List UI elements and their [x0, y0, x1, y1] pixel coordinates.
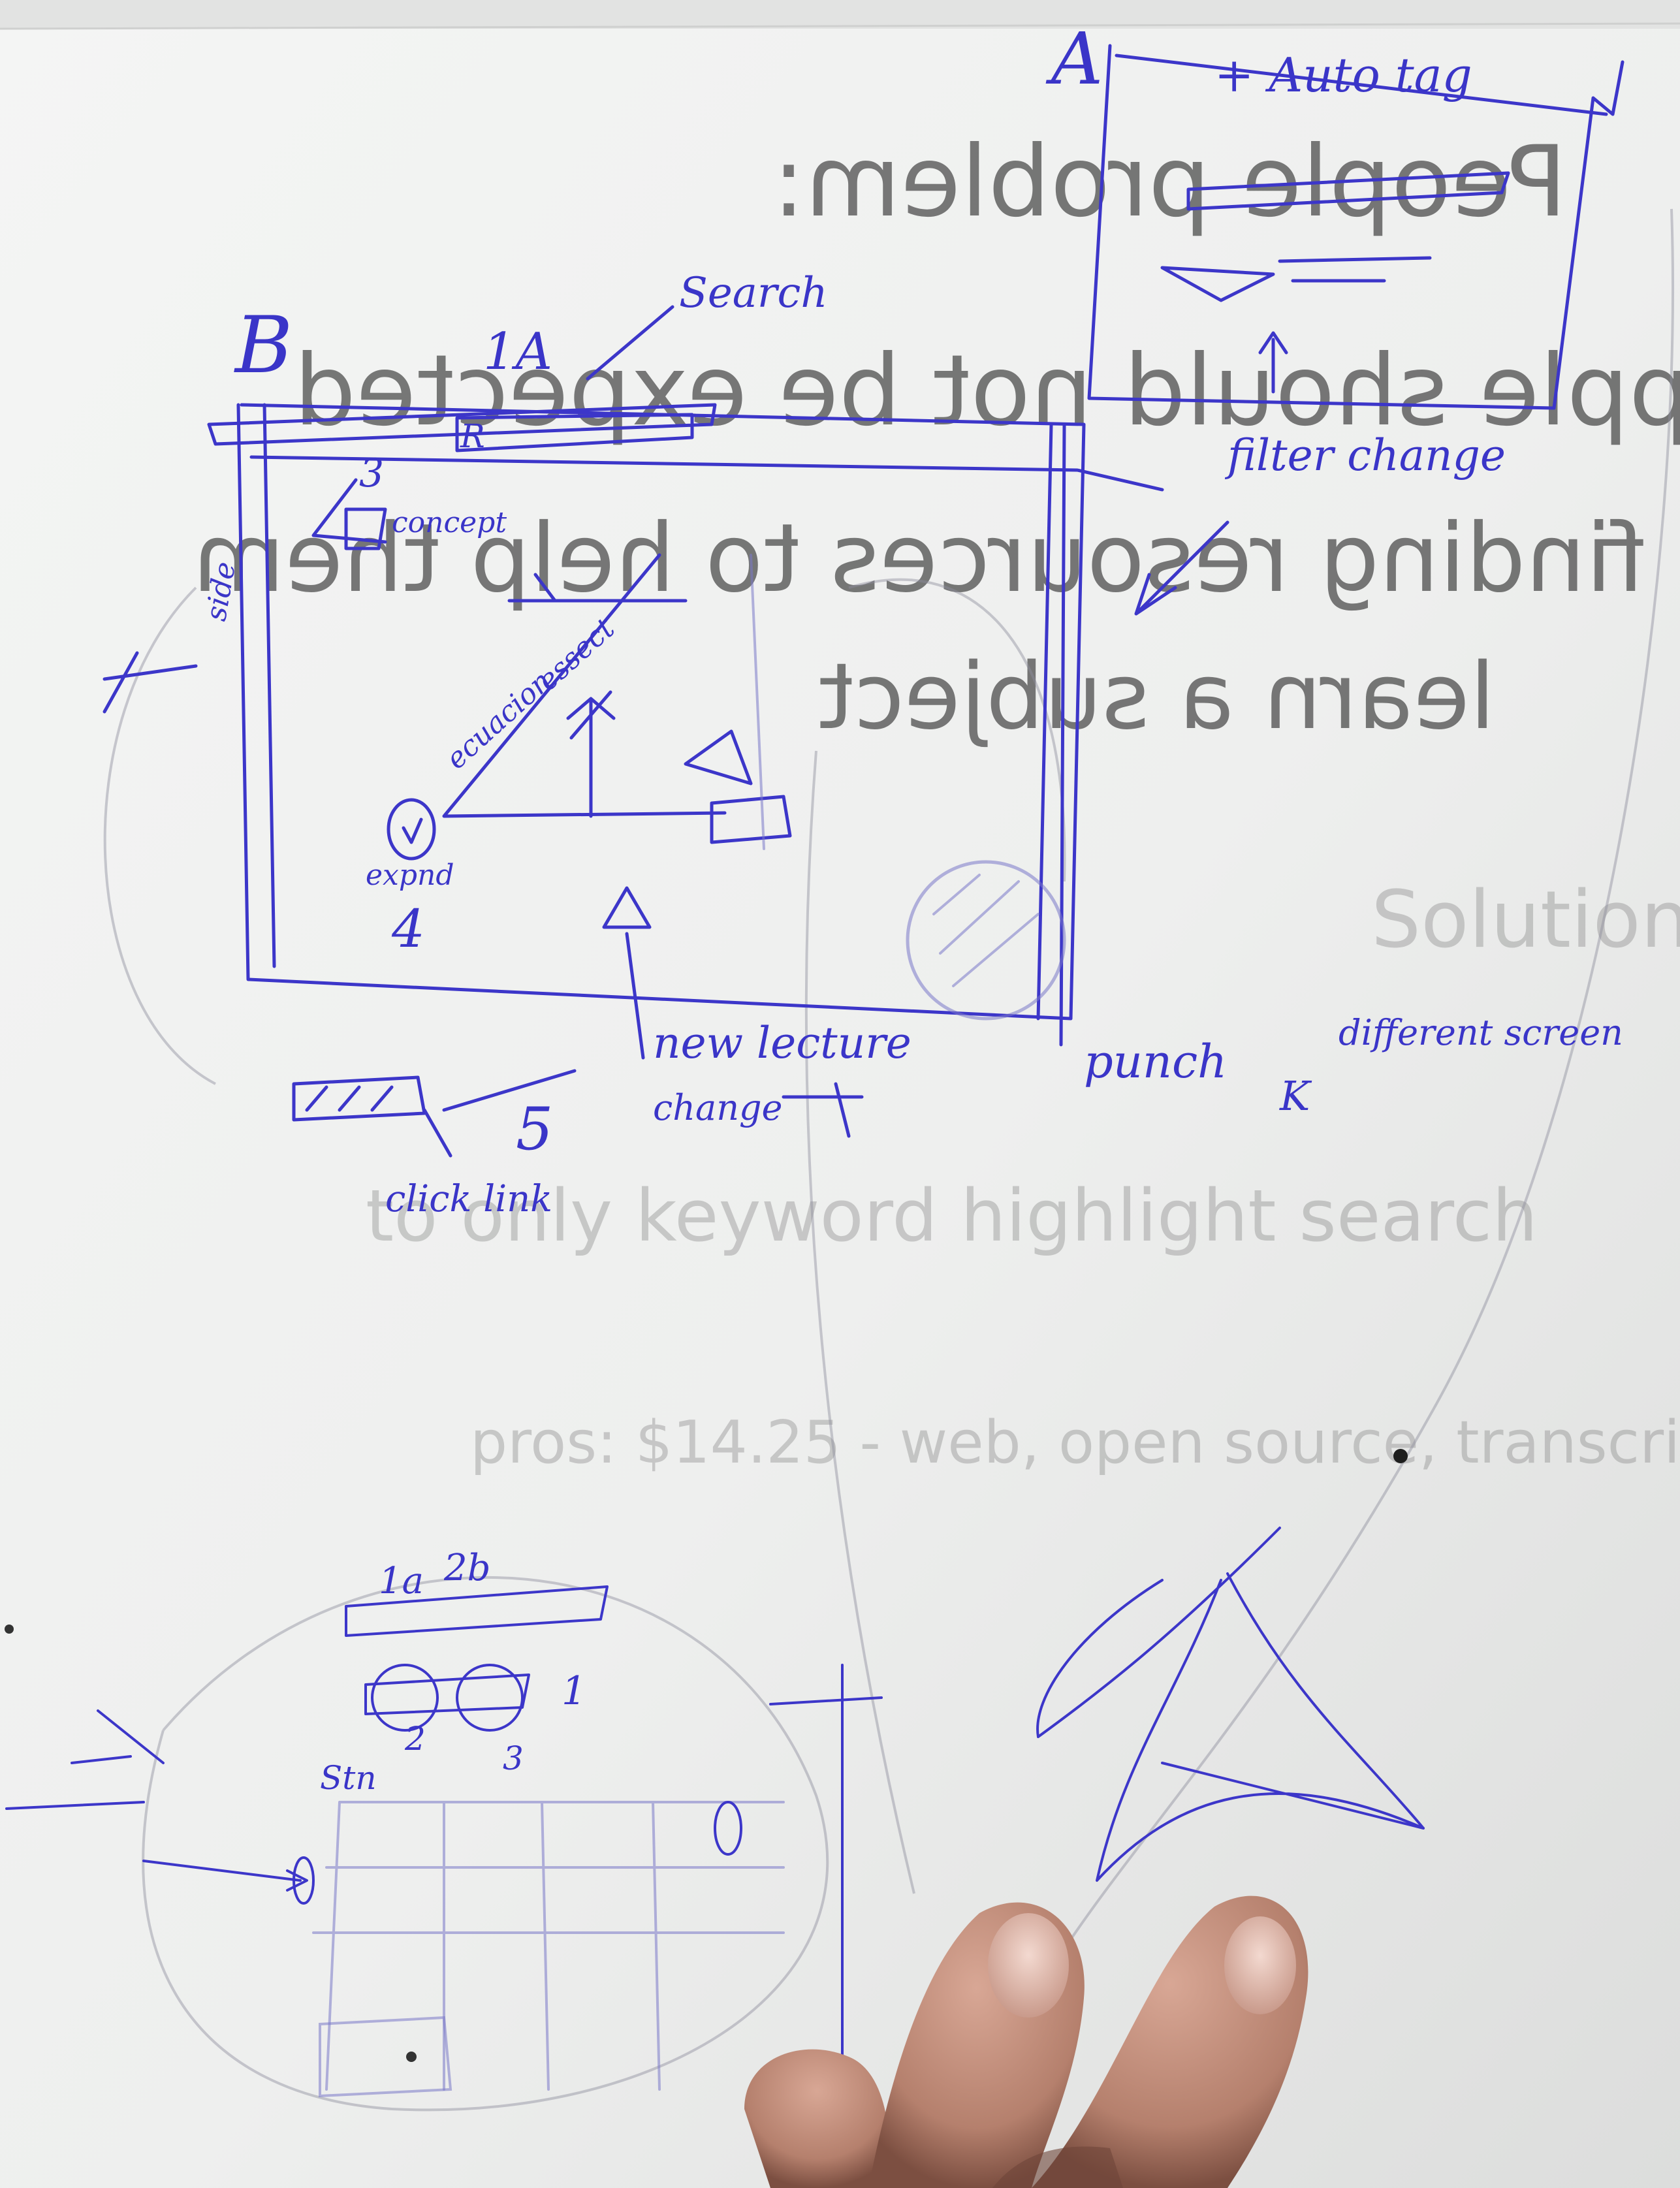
link-box [292, 1075, 452, 1158]
finger-knuckle-shadow [992, 2146, 1123, 2188]
filter-arrow [1134, 520, 1229, 616]
side-arrow [103, 651, 198, 714]
different-screen-label: different screen [1339, 1012, 1623, 1053]
sketch-a-arrow [1160, 256, 1432, 302]
expand-widget [387, 798, 436, 861]
link-line [442, 1069, 577, 1112]
sketch-a-box [1087, 44, 1625, 410]
concept-tree [566, 690, 616, 818]
label-1a-lower: 1a [379, 1560, 424, 1602]
expand-check [402, 817, 423, 844]
lower-tab-bar [364, 1673, 530, 1715]
punch-label: punch [1084, 1035, 1227, 1088]
change-label: change [653, 1087, 783, 1128]
fingernail-middle [988, 1913, 1069, 2018]
finger-left [744, 2049, 890, 2188]
show-through-line-4: learn a subject [818, 644, 1495, 750]
show-through-line-5: Solution: [1371, 875, 1680, 966]
label-3-lower: 3 [503, 1739, 524, 1777]
new-lecture-arrow [602, 886, 652, 1060]
click-link-label: click link [385, 1178, 552, 1220]
label-k: K [1279, 1072, 1312, 1120]
label-5: 5 [516, 1095, 553, 1164]
concept-triangle [442, 553, 727, 818]
search-bar-r: R [460, 417, 485, 455]
show-through-line-2: pple should not be expected [294, 334, 1680, 448]
main-frame-inner-lines [262, 403, 1066, 1047]
label-1-check: 1 [562, 1668, 586, 1714]
lower-table [312, 1801, 785, 2091]
label-2: 2 [404, 1720, 426, 1758]
frame-vertical [750, 554, 765, 850]
show-through-line-1: People problem: [772, 125, 1567, 239]
main-frame [236, 403, 1164, 1021]
label-3: 3 [359, 451, 384, 496]
label-1a: 1A [483, 323, 552, 381]
auto-tag-label: + Auto tag [1214, 48, 1472, 103]
lower-bottom-box [319, 2016, 452, 2098]
search-pointer [586, 305, 674, 381]
show-through-line-3: finding resources to help them [193, 503, 1645, 614]
node-cluster [684, 729, 792, 844]
stem-label: Stn [320, 1759, 377, 1797]
concept-node [311, 478, 387, 550]
triangle-scribble [1036, 1527, 1425, 1882]
label-4: 4 [391, 898, 425, 959]
lower-circle-2 [456, 1664, 524, 1732]
lower-search-bar [345, 1585, 609, 1637]
lower-side-line [769, 1664, 883, 2091]
hand-fingers [744, 1895, 1308, 2188]
punch-circle [906, 860, 1066, 1021]
page-top-edge-line [0, 22, 1680, 30]
label-a: A [1045, 17, 1103, 101]
lower-circle-1 [371, 1664, 439, 1732]
ink-dot [5, 1625, 14, 1634]
fingernail-right [1224, 1916, 1296, 2014]
concept-label: concept [392, 506, 507, 539]
sketch-a-bar [1186, 171, 1510, 211]
expand-label: expnd [366, 859, 454, 892]
lower-left-arrow [5, 1709, 165, 1810]
show-through-line-7: pros: $14.25 - web, open source, transcr… [470, 1408, 1680, 1477]
show-through-line-6: to only keyword highlight search [366, 1174, 1538, 1258]
filter-change-label: filter change [1224, 430, 1506, 481]
change-box [782, 1082, 864, 1138]
sketch-a-panel: A + Auto tag filter change [1045, 17, 1625, 616]
punch-hatch [932, 874, 1039, 987]
ink-dot [406, 2052, 417, 2062]
lower-sketch: 1a 2b 1 2 3 Stn [5, 1547, 883, 2098]
ink-dot [1393, 1449, 1408, 1463]
new-lecture-label: new lecture [653, 1018, 911, 1068]
label-b: B [234, 300, 293, 391]
lower-node-left [293, 1856, 315, 1905]
pencil-curves [103, 208, 1675, 2112]
lower-node-right [714, 1801, 742, 1856]
sketch-a-up-arrow [1258, 331, 1288, 394]
show-through-writing: People problem: pple should not be expec… [193, 125, 1680, 1477]
label-2b: 2b [443, 1547, 490, 1589]
search-label: Search [679, 269, 828, 317]
